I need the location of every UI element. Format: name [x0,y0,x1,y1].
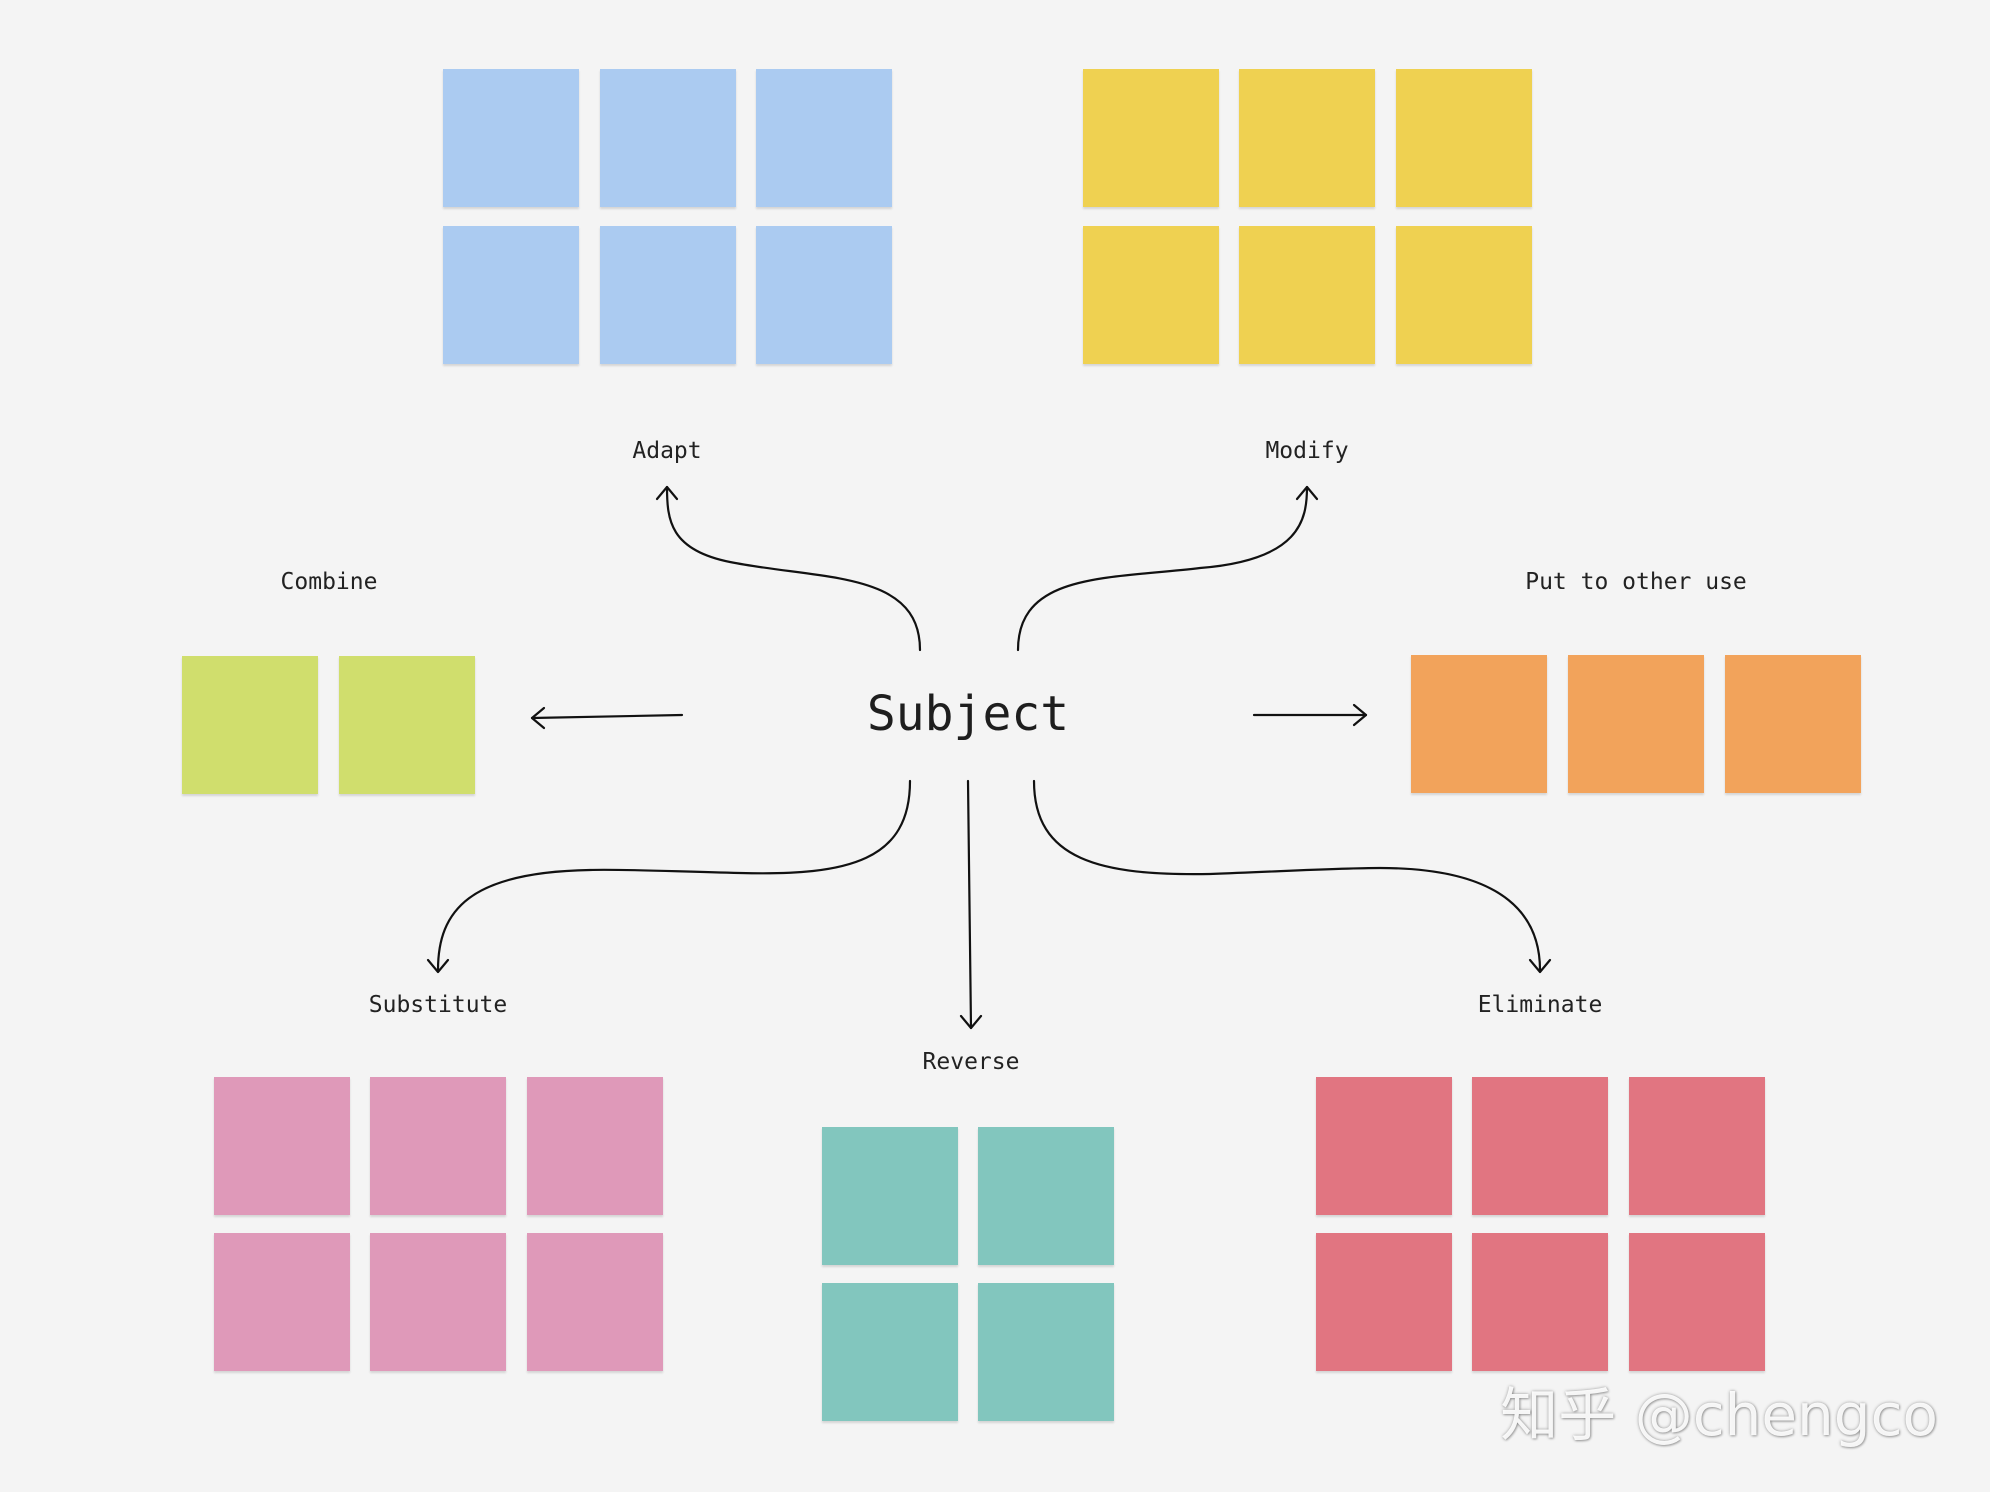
sticky-note[interactable] [1629,1077,1765,1215]
sticky-note[interactable] [1083,69,1219,207]
arrow-to-combine [530,713,684,720]
branch-label-combine: Combine [280,569,378,595]
sticky-note[interactable] [443,69,579,207]
sticky-note[interactable] [600,226,736,364]
arrowhead-substitute [426,958,450,974]
sticky-note[interactable] [1725,655,1861,793]
sticky-note[interactable] [600,69,736,207]
sticky-note[interactable] [1472,1077,1608,1215]
arrow-to-adapt [665,485,922,652]
branch-label-adapt: Adapt [632,438,702,464]
sticky-note[interactable] [214,1233,350,1371]
sticky-note[interactable] [1472,1233,1608,1371]
sticky-note[interactable] [443,226,579,364]
arrow-to-substitute [436,779,912,972]
sticky-note[interactable] [1083,226,1219,364]
arrowhead-adapt [655,485,679,501]
branch-label-reverse: Reverse [922,1049,1020,1075]
branch-label-modify: Modify [1265,438,1349,464]
sticky-note[interactable] [214,1077,350,1215]
arrowhead-eliminate [1528,958,1552,974]
sticky-note[interactable] [978,1127,1114,1265]
sticky-note[interactable] [756,69,892,207]
sticky-note[interactable] [527,1233,663,1371]
sticky-note[interactable] [978,1283,1114,1421]
sticky-note[interactable] [527,1077,663,1215]
arrow-to-reverse [966,779,973,1030]
sticky-note[interactable] [1316,1077,1452,1215]
sticky-note[interactable] [1239,69,1375,207]
sticky-note[interactable] [1239,226,1375,364]
sticky-note[interactable] [822,1283,958,1421]
sticky-note[interactable] [370,1077,506,1215]
arrowhead-put-to-other-use [1352,703,1368,727]
sticky-note[interactable] [756,226,892,364]
sticky-note[interactable] [370,1233,506,1371]
sticky-note[interactable] [1629,1233,1765,1371]
sticky-note[interactable] [1411,655,1547,793]
sticky-note[interactable] [1316,1233,1452,1371]
arrow-to-modify [1016,485,1309,652]
sticky-note[interactable] [182,656,318,794]
sticky-note[interactable] [822,1127,958,1265]
sticky-note[interactable] [1396,226,1532,364]
subject-label: Subject [866,686,1070,742]
branch-label-substitute: Substitute [368,992,508,1018]
sticky-note[interactable] [1568,655,1704,793]
branch-label-eliminate: Eliminate [1477,992,1603,1018]
sticky-note[interactable] [339,656,475,794]
arrowhead-combine [530,706,546,730]
arrow-to-eliminate [1032,779,1542,972]
branch-label-put-to-other-use: Put to other use [1525,569,1747,595]
sticky-note[interactable] [1396,69,1532,207]
arrowhead-modify [1295,485,1319,501]
arrowhead-reverse [959,1014,983,1030]
watermark: 知乎 @chengco [1500,1381,1938,1449]
